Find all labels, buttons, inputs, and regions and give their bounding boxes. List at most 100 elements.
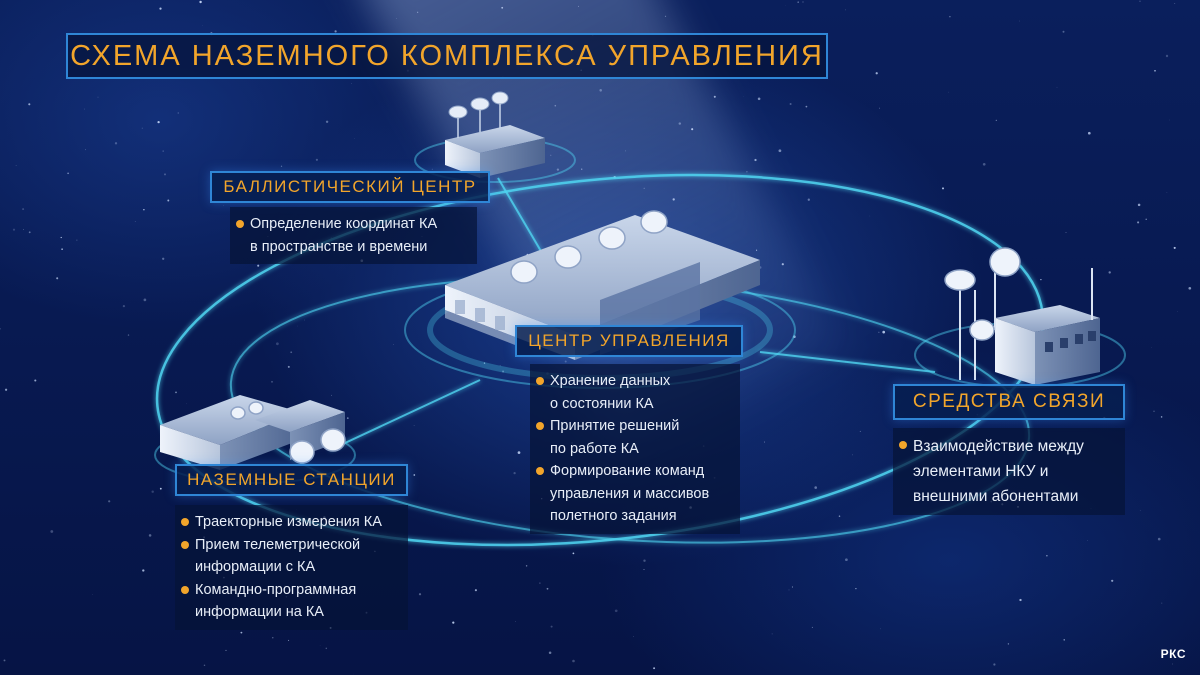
star — [1072, 383, 1074, 385]
star — [572, 659, 575, 663]
star — [67, 172, 69, 175]
star — [949, 15, 951, 18]
star — [143, 298, 147, 302]
building-comms-icon — [944, 247, 1100, 385]
star — [331, 394, 332, 396]
star — [614, 609, 618, 613]
star — [351, 83, 352, 84]
star — [3, 659, 6, 662]
label-ballistic-text: БАЛЛИСТИЧЕСКИЙ ЦЕНТР — [223, 177, 477, 196]
star — [525, 565, 528, 567]
star — [572, 552, 575, 555]
star — [325, 120, 329, 124]
label-control-center: ЦЕНТР УПРАВЛЕНИЯ — [515, 325, 743, 357]
star — [1139, 510, 1141, 511]
star — [1007, 643, 1010, 645]
desc-ground-stations: Траекторные измерения КА Прием телеметри… — [175, 505, 408, 630]
star — [60, 236, 62, 239]
star — [633, 636, 635, 637]
star — [852, 454, 853, 456]
star — [879, 107, 880, 109]
star — [396, 18, 397, 19]
star — [151, 490, 154, 493]
star — [554, 104, 557, 107]
star — [127, 334, 130, 336]
star — [513, 471, 516, 475]
star — [303, 319, 305, 321]
list-item: Определение координат КА в пространстве … — [236, 213, 467, 258]
star — [240, 631, 243, 634]
star — [539, 582, 541, 584]
star — [0, 328, 1, 330]
star — [859, 430, 861, 432]
list-item: Траекторные измерения КА — [181, 511, 398, 534]
star — [838, 515, 841, 517]
star — [61, 248, 63, 250]
bullet-icon — [236, 220, 244, 228]
star — [814, 486, 817, 489]
star — [1046, 555, 1048, 557]
bullet-icon — [899, 441, 907, 449]
star — [162, 150, 164, 152]
star — [757, 97, 761, 101]
star — [315, 158, 318, 161]
desc-control-center: Хранение данных о состоянии КА Принятие … — [530, 364, 740, 534]
connectors — [329, 177, 936, 451]
label-control-text: ЦЕНТР УПРАВЛЕНИЯ — [528, 331, 730, 350]
star — [556, 168, 560, 171]
star — [678, 122, 682, 125]
bullet-icon — [536, 467, 544, 475]
star — [290, 351, 293, 354]
star — [22, 208, 25, 211]
star — [272, 637, 274, 639]
star — [793, 335, 796, 338]
star — [159, 7, 162, 10]
star — [805, 105, 808, 108]
satellite-dish-icon — [944, 247, 1021, 341]
bullet-icon — [536, 422, 544, 430]
link-ballistic-control — [497, 177, 546, 259]
star — [225, 649, 227, 651]
bullet-icon — [181, 540, 189, 549]
star — [1174, 3, 1176, 4]
star — [845, 558, 848, 562]
page-title: СХЕМА НАЗЕМНОГО КОМПЛЕКСА УПРАВЛЕНИЯ — [70, 39, 824, 72]
star — [1139, 0, 1141, 2]
star — [186, 403, 187, 405]
star — [995, 119, 997, 122]
star — [713, 95, 716, 98]
label-comms-text: СРЕДСТВА СВЯЗИ — [912, 391, 1106, 412]
star — [162, 257, 165, 260]
star — [1019, 598, 1022, 602]
star — [501, 6, 504, 9]
satellite-dish-icon — [510, 210, 668, 284]
star — [23, 229, 24, 230]
star — [643, 569, 645, 570]
star — [771, 633, 773, 635]
bullet-icon — [181, 585, 189, 594]
star — [122, 304, 126, 308]
star — [807, 198, 810, 201]
star — [1188, 286, 1192, 290]
star — [1137, 203, 1141, 207]
star — [746, 171, 748, 173]
star — [643, 559, 646, 562]
bullet-icon — [536, 377, 544, 385]
star — [1040, 278, 1042, 281]
star — [114, 142, 118, 145]
star — [76, 239, 78, 241]
logo: РКС — [1160, 647, 1186, 661]
star — [97, 96, 99, 98]
star — [280, 165, 283, 167]
star — [982, 162, 986, 166]
star — [672, 198, 675, 201]
star — [1145, 218, 1147, 221]
building-ground-icon — [160, 395, 346, 470]
star — [1161, 602, 1163, 604]
star — [85, 149, 86, 151]
list-item: Принятие решений по работе КА — [536, 415, 730, 460]
star — [84, 108, 85, 110]
desc-ballistic-center: Определение координат КА в пространстве … — [230, 207, 477, 264]
desc-comms: Взаимодействие между элементами НКУ и вн… — [893, 428, 1125, 515]
